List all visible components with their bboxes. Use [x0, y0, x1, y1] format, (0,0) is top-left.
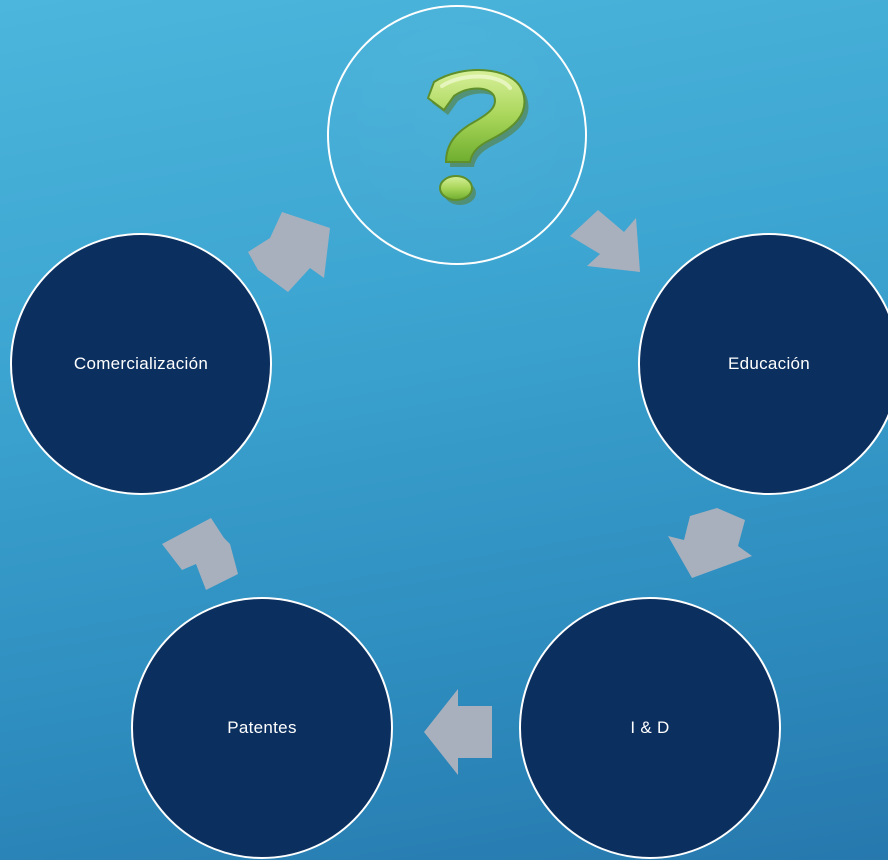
question-mark-icon: [426, 69, 529, 205]
node-label-iyd: I & D: [630, 718, 670, 737]
node-label-comercializacion: Comercialización: [73, 354, 209, 373]
cycle-node-patentes: Patentes: [131, 597, 393, 859]
cycle-node-educacion: Educación: [638, 233, 888, 495]
node-label-educacion: Educación: [727, 354, 811, 373]
arrow-iyd-to-patentes: [424, 689, 492, 775]
cycle-node-iyd: I & D: [519, 597, 781, 859]
arrow-educacion-to-iyd: [668, 508, 752, 578]
arrow-comercializacion-to-top: [248, 212, 330, 292]
node-label-patentes: Patentes: [227, 718, 297, 737]
arrow-patentes-to-comercializacion: [162, 518, 238, 590]
cycle-node-comercializacion: Comercialización: [10, 233, 272, 495]
arrow-top-to-educacion: [570, 210, 640, 272]
cycle-node-top: [327, 5, 587, 265]
